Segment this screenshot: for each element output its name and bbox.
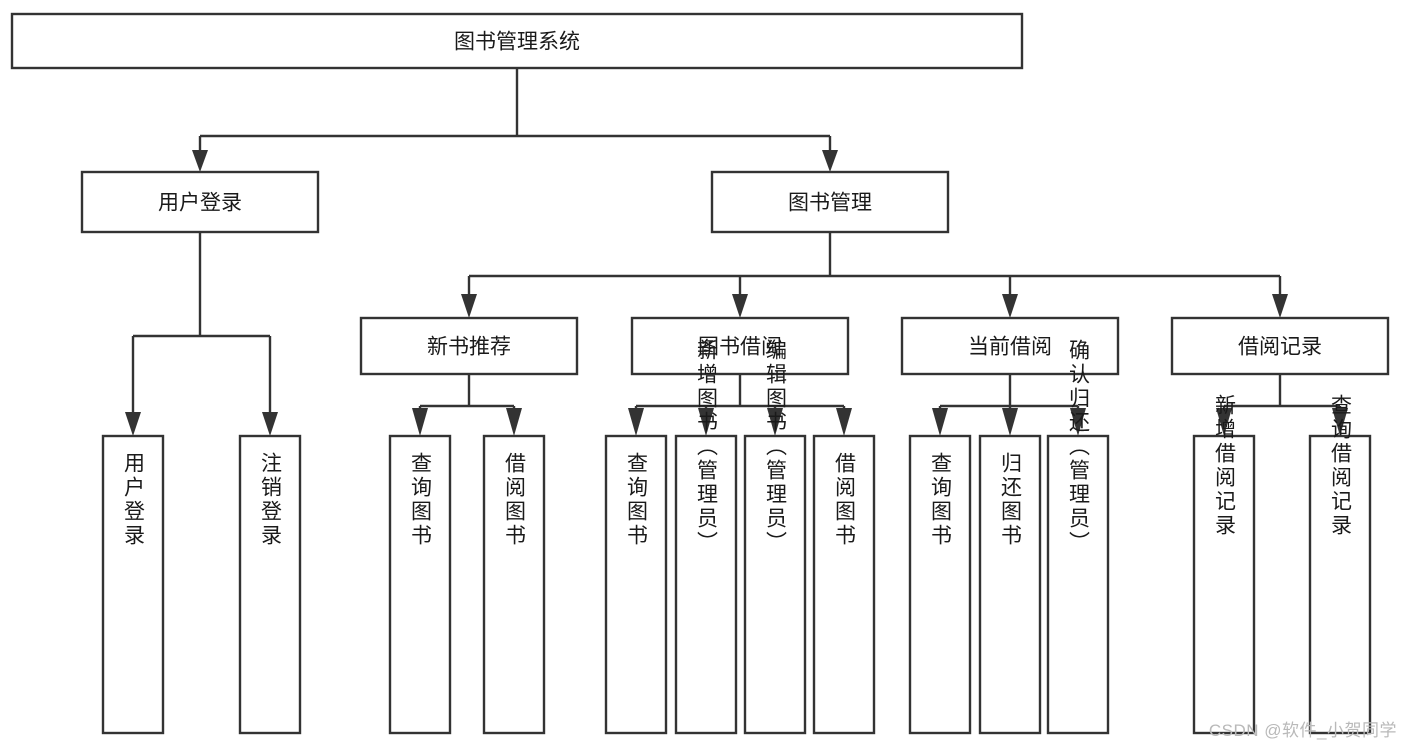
node-book-manage-box[interactable] bbox=[710, 170, 950, 234]
node-leaf-add-record[interactable]: 新增借阅记录 bbox=[1192, 394, 1256, 735]
edge-group-root bbox=[192, 68, 838, 172]
node-leaf-query-book-3-box[interactable] bbox=[908, 434, 972, 735]
node-new-book-recommend[interactable]: 新书推荐 bbox=[359, 316, 579, 376]
arrow-head-leaf-logout bbox=[262, 412, 278, 436]
node-user-login[interactable]: 用户登录 bbox=[80, 170, 320, 234]
node-user-login-label: 用户登录 bbox=[158, 192, 242, 215]
edge-group-borrow-record bbox=[1216, 374, 1348, 436]
node-current-borrow[interactable]: 当前借阅 bbox=[900, 316, 1120, 376]
arrow-head-leaf-borrow-book-2 bbox=[836, 408, 852, 436]
arrow-head-leaf-add-record bbox=[1216, 408, 1232, 436]
arrow-head-leaf-borrow-book-1 bbox=[506, 408, 522, 436]
node-leaf-add-book[interactable]: 新增图书（管理员） bbox=[674, 339, 738, 735]
node-leaf-borrow-book-1[interactable]: 借阅图书 bbox=[482, 434, 546, 735]
arrow-head-leaf-query-book-2 bbox=[628, 408, 644, 436]
arrow-head-new-book-recommend bbox=[461, 294, 477, 318]
edge-group-book-manage bbox=[461, 232, 1288, 318]
node-leaf-logout-box[interactable] bbox=[238, 434, 302, 735]
node-leaf-query-book-2-label: 查询图书 bbox=[625, 452, 649, 548]
arrow-head-leaf-edit-book bbox=[767, 408, 783, 436]
node-leaf-query-book-1-box[interactable] bbox=[388, 434, 452, 735]
arrow-head-leaf-user-login bbox=[125, 412, 141, 436]
arrow-head-leaf-confirm-return bbox=[1070, 408, 1086, 436]
node-book-manage-label: 图书管理 bbox=[788, 192, 872, 215]
node-borrow-record-box[interactable] bbox=[1170, 316, 1390, 376]
node-leaf-borrow-book-1-box[interactable] bbox=[482, 434, 546, 735]
node-leaf-query-book-1[interactable]: 查询图书 bbox=[388, 434, 452, 735]
arrow-head-leaf-query-book-1 bbox=[412, 408, 428, 436]
node-leaf-query-book-3[interactable]: 查询图书 bbox=[908, 434, 972, 735]
node-leaf-query-book-2[interactable]: 查询图书 bbox=[604, 434, 668, 735]
node-leaf-add-book-label: 新增图书（管理员） bbox=[695, 339, 719, 555]
node-leaf-user-login-label: 用户登录 bbox=[122, 452, 146, 548]
node-leaf-edit-book-box[interactable] bbox=[743, 434, 807, 735]
arrow-head-borrow-record bbox=[1272, 294, 1288, 318]
node-leaf-edit-book-label: 编辑图书（管理员） bbox=[764, 339, 788, 555]
node-current-borrow-label: 当前借阅 bbox=[968, 336, 1052, 359]
arrow-head-leaf-query-book-3 bbox=[932, 408, 948, 436]
edge-group-new-book-recommend bbox=[412, 374, 522, 436]
watermark: CSDN @软件_小贺同学 bbox=[1208, 721, 1397, 740]
arrow-head-user-login bbox=[192, 150, 208, 172]
node-root[interactable]: 图书管理系统 bbox=[10, 12, 1024, 70]
node-leaf-query-book-2-box[interactable] bbox=[604, 434, 668, 735]
node-book-manage[interactable]: 图书管理 bbox=[710, 170, 950, 234]
node-leaf-confirm-return-box[interactable] bbox=[1046, 434, 1110, 735]
edge-group-current-borrow bbox=[932, 374, 1086, 436]
arrow-head-current-borrow bbox=[1002, 294, 1018, 318]
node-leaf-query-record-box[interactable] bbox=[1308, 434, 1372, 735]
node-leaf-user-login[interactable]: 用户登录 bbox=[101, 434, 165, 735]
node-book-borrow[interactable]: 图书借阅 bbox=[630, 316, 850, 376]
node-leaf-return-book-label: 归还图书 bbox=[999, 452, 1023, 548]
arrow-head-leaf-add-book bbox=[698, 408, 714, 436]
node-leaf-confirm-return[interactable]: 确认归还（管理员） bbox=[1046, 339, 1110, 735]
node-leaf-user-login-box[interactable] bbox=[101, 434, 165, 735]
node-leaf-borrow-book-1-label: 借阅图书 bbox=[503, 452, 527, 548]
node-leaf-return-book-box[interactable] bbox=[978, 434, 1042, 735]
node-leaf-query-record-label: 查询借阅记录 bbox=[1329, 394, 1353, 538]
node-leaf-add-record-box[interactable] bbox=[1192, 434, 1256, 735]
node-borrow-record[interactable]: 借阅记录 bbox=[1170, 316, 1390, 376]
node-leaf-query-book-3-label: 查询图书 bbox=[929, 452, 953, 548]
node-leaf-logout-label: 注销登录 bbox=[259, 452, 283, 548]
node-user-login-box[interactable] bbox=[80, 170, 320, 234]
arrow-head-book-borrow bbox=[732, 294, 748, 318]
arrow-head-leaf-query-record bbox=[1332, 408, 1348, 436]
node-leaf-query-record[interactable]: 查询借阅记录 bbox=[1308, 394, 1372, 735]
node-new-book-recommend-box[interactable] bbox=[359, 316, 579, 376]
node-leaf-borrow-book-2-box[interactable] bbox=[812, 434, 876, 735]
node-leaf-logout[interactable]: 注销登录 bbox=[238, 434, 302, 735]
node-borrow-record-label: 借阅记录 bbox=[1238, 336, 1322, 359]
node-leaf-add-record-label: 新增借阅记录 bbox=[1213, 394, 1237, 538]
node-leaf-confirm-return-label: 确认归还（管理员） bbox=[1067, 339, 1091, 555]
arrow-head-leaf-return-book bbox=[1002, 408, 1018, 436]
node-root-label: 图书管理系统 bbox=[454, 31, 580, 54]
node-leaf-return-book[interactable]: 归还图书 bbox=[978, 434, 1042, 735]
node-root-box[interactable] bbox=[10, 12, 1024, 70]
node-leaf-edit-book[interactable]: 编辑图书（管理员） bbox=[743, 339, 807, 735]
node-book-borrow-label: 图书借阅 bbox=[698, 336, 782, 359]
arrow-head-book-manage bbox=[822, 150, 838, 172]
edge-group-book-borrow bbox=[628, 374, 852, 436]
node-book-borrow-box[interactable] bbox=[630, 316, 850, 376]
node-leaf-borrow-book-2-label: 借阅图书 bbox=[833, 452, 857, 548]
node-leaf-query-book-1-label: 查询图书 bbox=[409, 452, 433, 548]
node-leaf-borrow-book-2[interactable]: 借阅图书 bbox=[812, 434, 876, 735]
node-leaf-add-book-box[interactable] bbox=[674, 434, 738, 735]
node-current-borrow-box[interactable] bbox=[900, 316, 1120, 376]
edge-group-user-login bbox=[125, 232, 278, 436]
node-new-book-recommend-label: 新书推荐 bbox=[427, 336, 511, 359]
